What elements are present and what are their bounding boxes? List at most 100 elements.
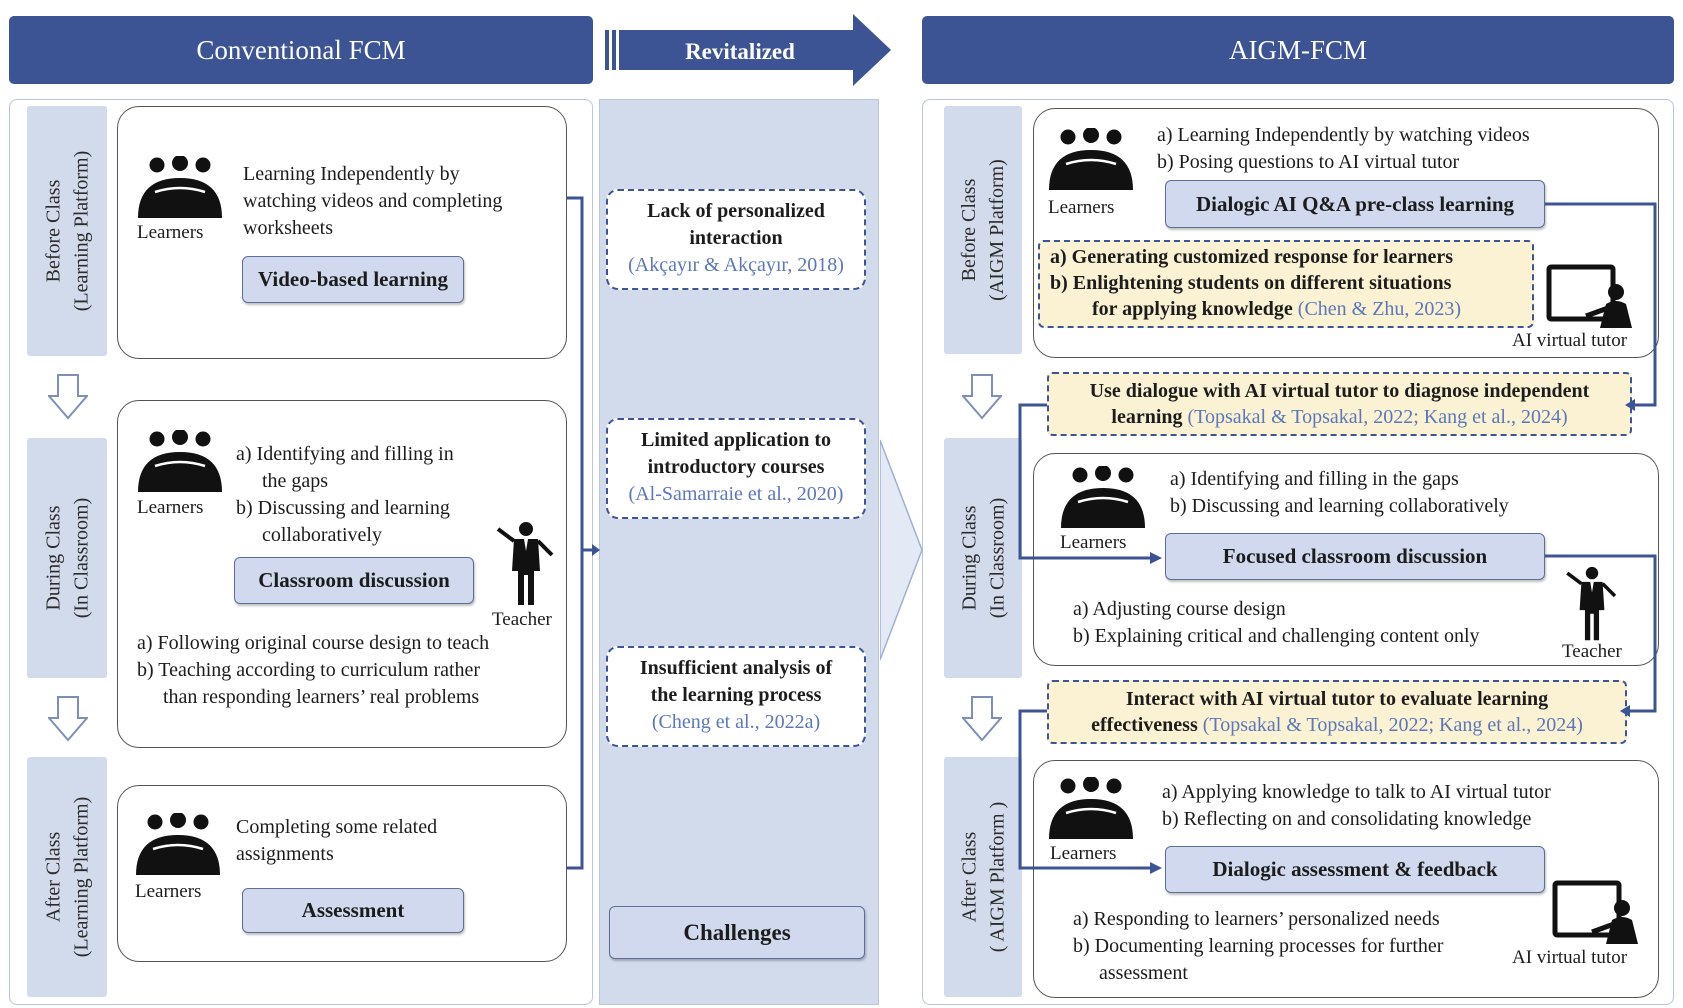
- item-line: b) Posing questions to AI virtual tutor: [1157, 151, 1460, 173]
- side-title: During Class: [958, 505, 981, 611]
- item-line: b) Explaining critical and challenging c…: [1073, 625, 1480, 647]
- challenges-label-box: Challenges: [609, 906, 865, 959]
- side-subtitle: (In Classroom): [70, 497, 93, 619]
- dialogic-ai-qa-box: Dialogic AI Q&A pre-class learning: [1165, 180, 1545, 228]
- challenge-line: Limited application to: [640, 429, 831, 451]
- learners-icon: [1046, 777, 1136, 843]
- conventional-fcm-title: Conventional FCM: [196, 34, 406, 65]
- video-based-learning-box: Video-based learning: [242, 256, 464, 303]
- side-subtitle: (Learning Platform): [70, 150, 92, 312]
- item-line: assessment: [1099, 962, 1188, 984]
- right-after-tutor-items: a) Responding to learners’ personalized …: [1073, 906, 1513, 987]
- right-during-teacher-items: a) Adjusting course design b) Explaining…: [1073, 596, 1553, 650]
- left-before-card: [117, 106, 567, 359]
- bridge-line: Interact with AI virtual tutor to evalua…: [1125, 688, 1549, 710]
- left-during-learner-items: a) Identifying and filling in the gaps b…: [236, 441, 536, 549]
- text-line: worksheets: [243, 217, 333, 239]
- transition-arrow: [880, 439, 923, 661]
- item-line: the gaps: [262, 470, 329, 492]
- item-line: than responding learners’ real problems: [163, 686, 480, 708]
- item-line: b) Teaching according to curriculum rath…: [137, 659, 481, 681]
- challenge-line: Insufficient analysis of: [639, 657, 833, 679]
- item-line: collaboratively: [262, 524, 382, 546]
- challenge-citation: (Al-Samarraie et al., 2020): [628, 483, 844, 505]
- right-after-class-label: After Class( AIGM Platform ): [944, 757, 1022, 997]
- right-after-learner-items: a) Applying knowledge to talk to AI virt…: [1162, 779, 1652, 833]
- left-bracket-connector: [567, 196, 600, 870]
- left-after-class-label: After Class (Learning Platform): [27, 757, 107, 997]
- text-line: assignments: [236, 843, 334, 865]
- challenge-line: the learning process: [650, 684, 822, 706]
- tutor-item-line: b) Enlightening students on different si…: [1050, 272, 1452, 294]
- side-title: Before Class: [958, 178, 981, 282]
- bridge-line: learning: [1111, 406, 1183, 428]
- item-line: a) Applying knowledge to talk to AI virt…: [1162, 781, 1551, 803]
- side-title: Before Class: [42, 179, 64, 283]
- bridge-line: Use dialogue with AI virtual tutor to di…: [1089, 380, 1590, 402]
- learners-icon: [135, 156, 225, 222]
- right-flow-connectors: [1018, 202, 1657, 874]
- text-line: Completing some related: [236, 816, 438, 838]
- right-before-class-label: Before Class(AIGM Platform): [944, 106, 1022, 354]
- bridge-citation: (Topsakal & Topsakal, 2022; Kang et al.,…: [1187, 406, 1568, 428]
- focused-discussion-box: Focused classroom discussion: [1165, 533, 1545, 580]
- item-line: a) Identifying and filling in the gaps: [1170, 468, 1459, 490]
- side-subtitle: (AIGM Platform): [986, 159, 1009, 301]
- challenge-box-3: Insufficient analysis of the learning pr…: [606, 646, 866, 747]
- learners-label: Learners: [1048, 197, 1115, 218]
- learners-icon: [133, 813, 223, 879]
- revitalized-label: Revitalized: [685, 39, 795, 64]
- learners-label: Learners: [135, 881, 202, 902]
- side-title: During Class: [42, 505, 65, 611]
- ai-tutor-functions-box: a) Generating customized response for le…: [1038, 240, 1534, 328]
- teacher-label: Teacher: [1562, 641, 1622, 662]
- challenge-box-1: Lack of personalized interaction (Akçayı…: [606, 189, 866, 290]
- learners-icon: [135, 430, 225, 496]
- down-arrow-icon: [962, 374, 1002, 420]
- down-arrow-icon: [48, 696, 88, 742]
- challenge-box-2: Limited application to introductory cour…: [606, 418, 866, 519]
- item-line: a) Adjusting course design: [1073, 598, 1286, 620]
- teacher-label: Teacher: [492, 609, 552, 630]
- right-during-learner-items: a) Identifying and filling in the gaps b…: [1170, 466, 1650, 520]
- item-line: b) Reflecting on and consolidating knowl…: [1162, 808, 1532, 830]
- tutor-item-line: for applying knowledge: [1092, 298, 1293, 320]
- left-during-class-label: During Class(In Classroom): [27, 438, 107, 678]
- text-line: watching videos and completing: [243, 190, 503, 212]
- classroom-discussion-box: Classroom discussion: [234, 557, 474, 604]
- item-line: a) Identifying and filling in: [236, 443, 454, 465]
- down-arrow-icon: [48, 374, 88, 420]
- tutor-citation: (Chen & Zhu, 2023): [1297, 298, 1462, 320]
- tutor-item-line: a) Generating customized response for le…: [1050, 246, 1454, 268]
- challenge-citation: (Cheng et al., 2022a): [651, 711, 821, 733]
- learners-label: Learners: [137, 222, 204, 243]
- challenge-citation: (Akçayır & Akçayır, 2018): [628, 254, 844, 276]
- side-subtitle: ( AIGM Platform ): [986, 801, 1009, 953]
- side-title: After Class: [42, 831, 64, 923]
- left-before-class-label: Before Class (Learning Platform): [27, 106, 107, 356]
- challenge-line: interaction: [689, 227, 783, 249]
- learners-label: Learners: [1050, 843, 1117, 864]
- ai-tutor-icon: [1552, 880, 1642, 944]
- aigm-fcm-title: AIGM-FCM: [1228, 34, 1368, 65]
- side-subtitle: (Learning Platform): [70, 796, 92, 958]
- item-line: b) Discussing and learning collaborative…: [1170, 495, 1509, 517]
- ai-tutor-label: AI virtual tutor: [1512, 947, 1628, 968]
- left-after-description: Completing some related assignments: [236, 814, 536, 868]
- dialogic-assessment-box: Dialogic assessment & feedback: [1165, 846, 1545, 893]
- item-line: a) Learning Independently by watching vi…: [1157, 124, 1530, 146]
- item-line: b) Discussing and learning: [236, 497, 450, 519]
- teacher-icon: [1560, 566, 1624, 642]
- learners-label: Learners: [137, 497, 204, 518]
- item-line: b) Documenting learning processes for fu…: [1073, 935, 1444, 957]
- assessment-box: Assessment: [242, 888, 464, 933]
- bridge-citation: (Topsakal & Topsakal, 2022; Kang et al.,…: [1202, 714, 1583, 736]
- left-before-description: Learning Independently by watching video…: [243, 161, 553, 242]
- side-subtitle: (In Classroom): [986, 497, 1009, 619]
- text-line: Learning Independently by: [243, 163, 460, 185]
- down-arrow-icon: [962, 696, 1002, 742]
- challenge-line: Lack of personalized: [647, 200, 825, 222]
- bridge-line: effectiveness: [1091, 714, 1198, 736]
- diagnose-learning-box: Use dialogue with AI virtual tutor to di…: [1047, 372, 1632, 436]
- learners-icon: [1046, 128, 1136, 194]
